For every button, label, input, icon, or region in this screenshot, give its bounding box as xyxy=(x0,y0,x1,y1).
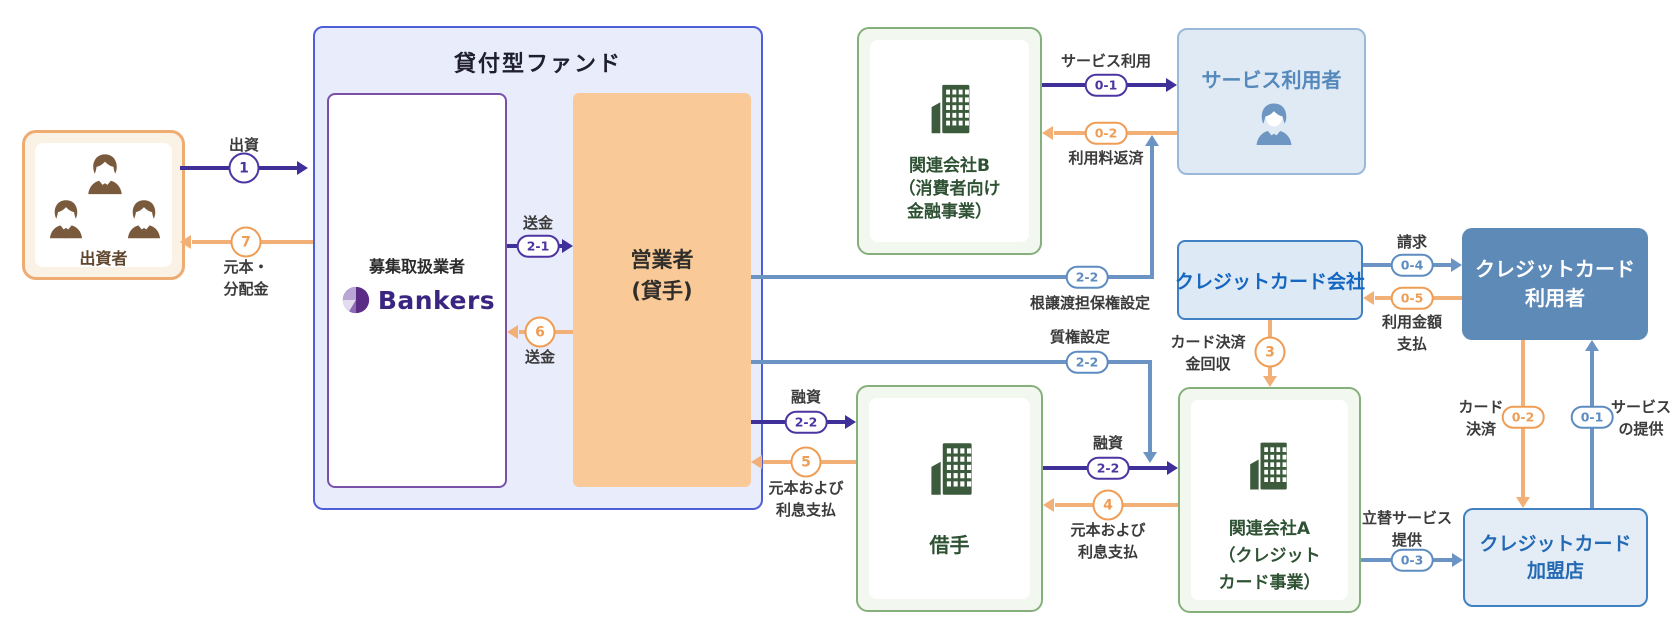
label-usage-payment-line2: 支払 xyxy=(1396,335,1428,353)
label-service-provision-line1: サービス xyxy=(1610,398,1672,416)
label-fee-repayment: 利用料返済 xyxy=(1068,149,1144,167)
badge-card-settlement: 0-2 xyxy=(1501,405,1545,429)
kanren-b-inner xyxy=(870,40,1029,242)
label-advance-service-line1: 立替サービス xyxy=(1361,509,1453,527)
label-card-settlement-collection-line2: 金回収 xyxy=(1185,355,1231,373)
badge-service-provision: 0-1 xyxy=(1570,405,1614,429)
label-repay-to-operator-line2: 利息支払 xyxy=(775,501,837,519)
badge-remit-to-agent: 6 xyxy=(524,316,556,348)
label-loan-to-borrower: 融資 xyxy=(790,388,822,406)
service-user-label: サービス利用者 xyxy=(1201,68,1342,92)
badge-invest: 1 xyxy=(228,152,260,184)
label-principal-dividend: 元本・ 分配金 xyxy=(223,256,268,300)
label-repay-to-borrower: 元本および 利息支払 xyxy=(1070,519,1145,563)
badge-repay-to-operator: 5 xyxy=(790,446,822,478)
kanren-a-line2: （クレジット xyxy=(1218,546,1321,566)
badge-usage-payment: 0-5 xyxy=(1390,286,1434,310)
bankers-sphere-icon xyxy=(339,283,373,317)
label-usage-payment: 利用金額 支払 xyxy=(1382,311,1442,355)
operator-box: 営業者 (貸手) xyxy=(573,93,751,487)
borrower-inner xyxy=(869,398,1030,599)
badge-root-assignment-collateral: 2-2 xyxy=(1065,265,1109,289)
person-icon xyxy=(82,151,128,201)
investors-label: 出資者 xyxy=(79,249,128,268)
label-advance-service-line2: 提供 xyxy=(1391,531,1423,549)
borrower-label: 借手 xyxy=(929,533,970,557)
badge-billing: 0-4 xyxy=(1390,253,1434,277)
badge-repay-to-borrower: 4 xyxy=(1092,489,1124,521)
label-billing: 請求 xyxy=(1396,233,1428,251)
bankers-logo: Bankers xyxy=(329,283,505,317)
merchant-line2: 加盟店 xyxy=(1526,559,1584,582)
label-invest: 出資 xyxy=(228,136,260,154)
card-company-box: クレジットカード会社 xyxy=(1175,240,1366,320)
label-root-assignment-collateral: 根譲渡担保権設定 xyxy=(1029,294,1151,312)
label-remit-to-agent: 送金 xyxy=(524,348,556,366)
label-repay-to-borrower-line2: 利息支払 xyxy=(1077,543,1139,561)
building-icon xyxy=(918,437,984,507)
label-pledge: 質権設定 xyxy=(1049,328,1111,346)
label-principal-dividend-line2: 分配金 xyxy=(223,280,269,298)
operator-label-line2: (貸手) xyxy=(631,279,693,303)
label-repay-to-borrower-line1: 元本および xyxy=(1070,521,1146,539)
bankers-wordmark: Bankers xyxy=(377,285,496,315)
badge-advance-service: 0-3 xyxy=(1390,548,1434,572)
kanren-a-line3: カード事業） xyxy=(1218,573,1321,593)
card-user-box: クレジットカード 利用者 xyxy=(1462,228,1648,340)
label-remit-to-operator: 送金 xyxy=(522,214,554,232)
person-icon xyxy=(122,197,166,245)
label-card-settlement: カード 決済 xyxy=(1458,396,1503,440)
label-service-use: サービス利用 xyxy=(1060,52,1152,70)
merchant-line1: クレジットカード xyxy=(1479,532,1632,555)
badge-loan-to-borrower: 2-2 xyxy=(784,410,828,434)
card-company-label: クレジットカード会社 xyxy=(1175,270,1366,293)
card-user-line1: クレジットカード xyxy=(1475,257,1635,281)
badge-principal-dividend: 7 xyxy=(230,226,262,258)
label-repay-to-operator: 元本および 利息支払 xyxy=(768,477,843,521)
investors-box: 出資者 xyxy=(22,130,185,280)
kanren-b-line1: 関連会社B xyxy=(909,156,990,176)
label-service-provision-line2: の提供 xyxy=(1618,420,1664,438)
badge-card-settlement-collection: 3 xyxy=(1254,336,1286,368)
kanren-a-box: 関連会社A （クレジット カード事業） xyxy=(1178,387,1361,613)
kanren-b-line3: 金融事業） xyxy=(907,202,992,222)
label-loan-to-kanren-a: 融資 xyxy=(1092,434,1124,452)
person-icon xyxy=(1250,100,1298,152)
label-card-settlement-collection-line1: カード決済 xyxy=(1170,333,1246,351)
building-icon xyxy=(919,79,981,145)
badge-service-use: 0-1 xyxy=(1084,73,1128,97)
label-card-settlement-line1: カード xyxy=(1458,398,1504,416)
fund-title: 貸付型ファンド xyxy=(453,52,622,77)
label-card-settlement-line2: 決済 xyxy=(1465,420,1497,438)
person-icon xyxy=(44,197,88,245)
kanren-a-inner xyxy=(1191,400,1348,600)
label-advance-service: 立替サービス 提供 xyxy=(1362,507,1452,551)
badge-remit-to-operator: 2-1 xyxy=(516,234,560,258)
service-user-box: サービス利用者 xyxy=(1177,28,1366,175)
badge-loan-to-kanren-a: 2-2 xyxy=(1086,456,1130,480)
kanren-b-line2: （消費者向け xyxy=(898,179,1001,199)
operator-label-line1: 営業者 xyxy=(630,248,694,272)
label-usage-payment-line1: 利用金額 xyxy=(1381,313,1443,331)
label-repay-to-operator-line1: 元本および xyxy=(768,479,844,497)
agent-label: 募集取扱業者 xyxy=(368,257,465,276)
borrower-box: 借手 xyxy=(856,385,1043,612)
kanren-a-line1: 関連会社A xyxy=(1228,519,1311,539)
building-icon xyxy=(1238,437,1298,501)
merchant-box: クレジットカード 加盟店 xyxy=(1463,508,1648,607)
badge-pledge: 2-2 xyxy=(1065,350,1109,374)
badge-fee-repayment: 0-2 xyxy=(1084,121,1128,145)
label-principal-dividend-line1: 元本・ xyxy=(223,258,269,276)
card-user-line2: 利用者 xyxy=(1525,286,1585,310)
kanren-b-box: 関連会社B （消費者向け 金融事業） xyxy=(857,27,1042,255)
agent-box: 募集取扱業者 Bankers xyxy=(327,93,507,488)
label-service-provision: サービス の提供 xyxy=(1611,396,1671,440)
label-card-settlement-collection: カード決済 金回収 xyxy=(1170,331,1245,375)
